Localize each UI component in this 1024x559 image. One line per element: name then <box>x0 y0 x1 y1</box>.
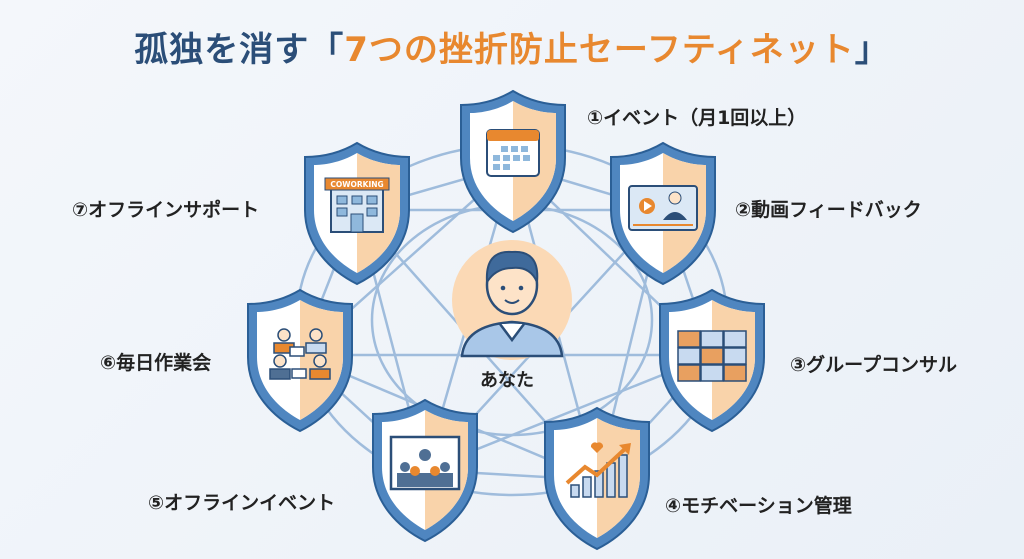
item-label-4: ④モチベーション管理 <box>665 495 852 517</box>
coworking-building-icon: COWORKING <box>324 177 390 233</box>
shield-2 <box>607 140 719 286</box>
shield-1 <box>457 88 569 234</box>
person-icon <box>460 250 564 358</box>
video-feedback-icon <box>628 185 698 231</box>
item-label-2: ②動画フィードバック <box>735 199 922 221</box>
item-label-5: ⑤オフラインイベント <box>148 492 336 514</box>
item-label-3: ③グループコンサル <box>790 354 957 376</box>
shield-4 <box>541 405 653 551</box>
coworking-sign: COWORKING <box>330 180 383 189</box>
calendar-icon <box>486 129 540 177</box>
shield-5 <box>369 397 481 543</box>
item-label-7: ⑦オフラインサポート <box>72 199 260 221</box>
title-main: 7つの挫折防止セーフティネット <box>344 30 855 70</box>
shield-6 <box>244 287 356 433</box>
center-label: あなた <box>480 370 534 391</box>
title-prefix: 孤独を消す <box>134 30 310 70</box>
growth-chart-icon <box>565 442 631 498</box>
crowd-icon <box>389 435 461 491</box>
team-laptops-icon <box>269 328 331 380</box>
shield-3 <box>656 287 768 433</box>
page-title: 孤独を消す「7つの挫折防止セーフティネット」 <box>0 22 1024 71</box>
video-grid-icon <box>677 330 747 382</box>
item-label-6: ⑥毎日作業会 <box>100 352 212 374</box>
title-bracket-close: 」 <box>854 30 890 70</box>
title-bracket-open: 「 <box>309 30 345 70</box>
item-label-1: ①イベント（月1回以上） <box>587 107 807 129</box>
shield-7: COWORKING <box>301 140 413 286</box>
